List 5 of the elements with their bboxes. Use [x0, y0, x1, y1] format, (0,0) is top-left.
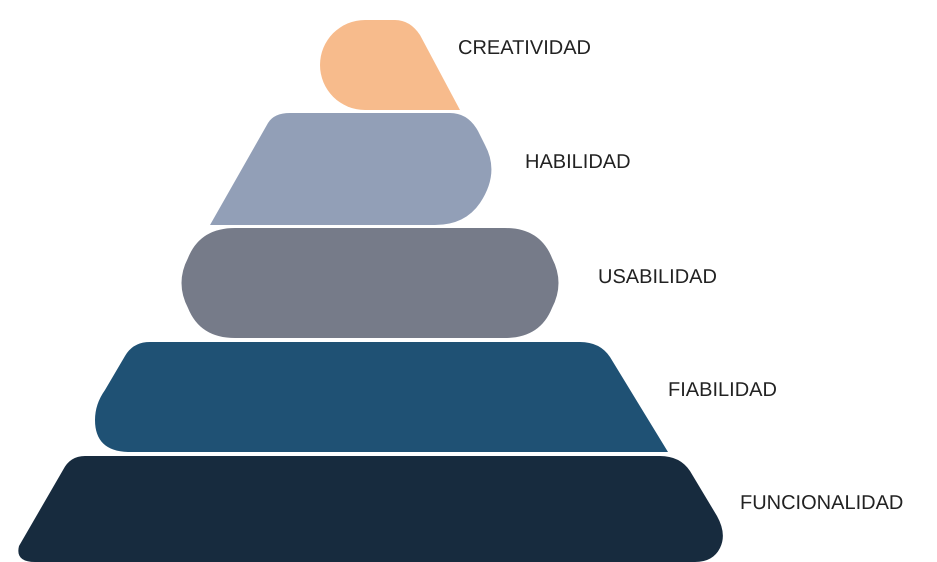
- level-label: FUNCIONALIDAD: [740, 491, 904, 515]
- level-label: HABILIDAD: [525, 150, 631, 174]
- level-label: USABILIDAD: [598, 265, 717, 289]
- level-label: FIABILIDAD: [668, 378, 777, 402]
- level-label: CREATIVIDAD: [458, 36, 591, 60]
